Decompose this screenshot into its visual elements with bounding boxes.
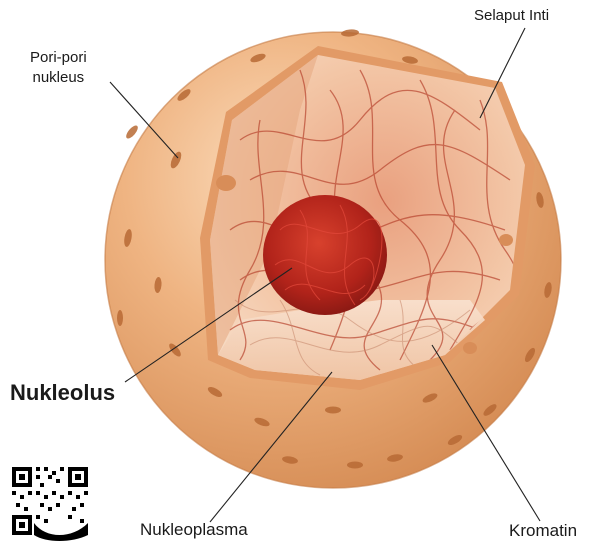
label-chromatin: Kromatin [509, 521, 578, 540]
nucleolus [263, 195, 387, 315]
label-pores-line1: Pori-pori [30, 49, 87, 66]
label-nucleoplasm: Nukleoplasma [140, 520, 248, 539]
label-pores-line2: nukleus [32, 69, 85, 86]
chromatin-fibers-light [234, 299, 471, 376]
label-nuclear-pores: Pori-pori nukleus [30, 48, 87, 88]
label-nuclear-envelope: Selaput Inti [474, 7, 550, 24]
label-nucleolus: Nukleolus [10, 380, 116, 405]
qr-code-icon [10, 465, 90, 541]
edge-pores [216, 175, 513, 354]
leader-lines [109, 27, 541, 523]
